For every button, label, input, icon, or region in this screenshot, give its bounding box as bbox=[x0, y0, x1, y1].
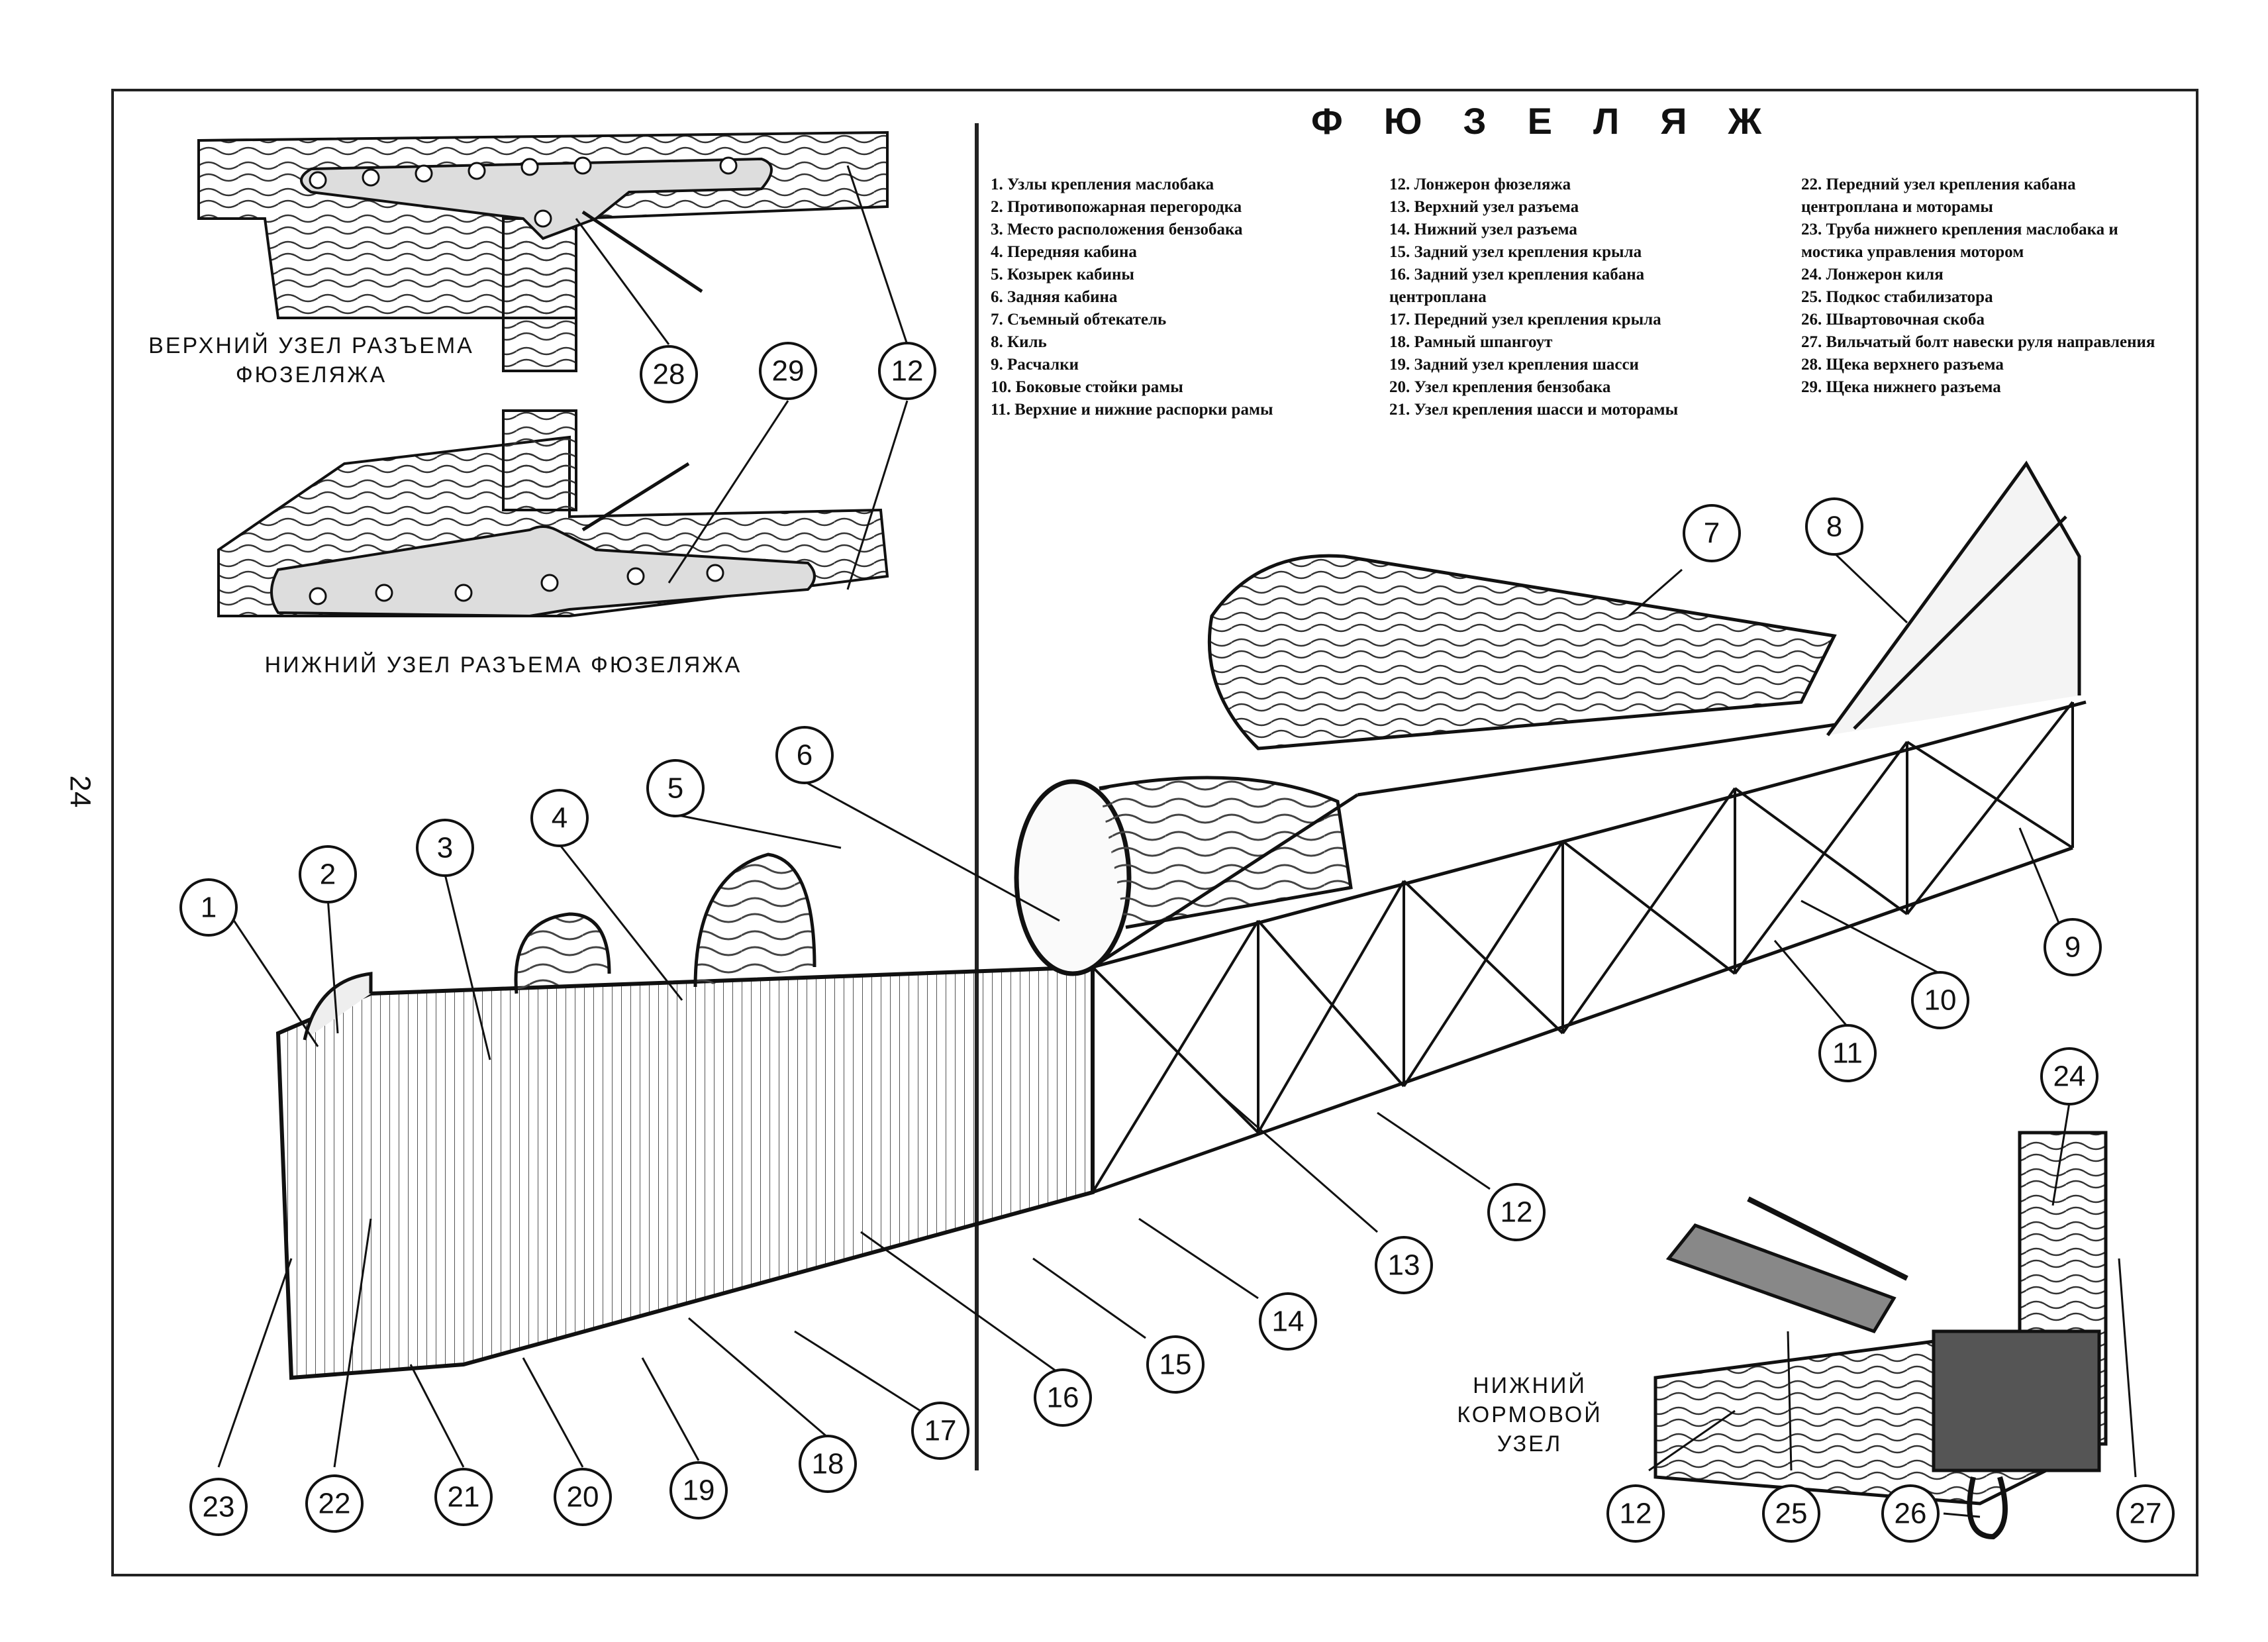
legend-item: 21. Узел крепления шасси и моторамы bbox=[1389, 401, 1679, 419]
legend-item: 4. Передняя кабина bbox=[991, 243, 1137, 261]
rear-joint-caption: НИЖНИЙ КОРМОВОЙ УЗЕЛ bbox=[1457, 1373, 1602, 1457]
column-divider bbox=[975, 123, 979, 1470]
callout-28: 28 bbox=[653, 358, 685, 391]
legend-item: 22. Передний узел крепления кабана центр… bbox=[1801, 176, 2076, 216]
legend-column-3: 22. Передний узел крепления кабана центр… bbox=[1801, 174, 2172, 399]
rear-joint-drawing bbox=[1653, 1131, 2108, 1540]
callout-14: 14 bbox=[1272, 1306, 1305, 1338]
callout-26: 26 bbox=[1895, 1498, 1927, 1530]
callout-6: 6 bbox=[797, 739, 813, 772]
legend-item: 24. Лонжерон киля bbox=[1801, 266, 1944, 283]
callout-15: 15 bbox=[1159, 1349, 1192, 1381]
callout-29: 29 bbox=[772, 355, 805, 387]
legend-item: 5. Козырек кабины bbox=[991, 266, 1134, 283]
callout-circles bbox=[179, 342, 2175, 1543]
callout-8: 8 bbox=[1826, 511, 1842, 543]
callout-4: 4 bbox=[552, 802, 567, 835]
legend-item: 13. Верхний узел разъема bbox=[1389, 198, 1579, 216]
legend-item: 2. Противопожарная перегородка bbox=[991, 198, 1242, 216]
callout-5: 5 bbox=[667, 772, 683, 805]
callout-12-rear: 12 bbox=[1620, 1498, 1652, 1530]
diagram-title: ФЮЗЕЛЯЖ bbox=[1311, 100, 1803, 142]
lower-joint-caption: НИЖНИЙ УЗЕЛ РАЗЪЕМА ФЮЗЕЛЯЖА bbox=[264, 652, 742, 678]
legend-item: 8. Киль bbox=[991, 333, 1047, 351]
fuselage-frame bbox=[275, 460, 2087, 1380]
callout-2: 2 bbox=[320, 858, 336, 891]
legend-item: 1. Узлы крепления маслобака bbox=[991, 176, 1214, 193]
legend-column-1: 1. Узлы крепления маслобака 2. Противопо… bbox=[991, 174, 1361, 421]
legend-item: 10. Боковые стойки рамы bbox=[991, 378, 1183, 396]
legend-item: 6. Задняя кабина bbox=[991, 288, 1118, 306]
legend-item: 9. Расчалки bbox=[991, 356, 1079, 374]
lower-joint-drawing bbox=[217, 409, 889, 618]
callout-7: 7 bbox=[1704, 517, 1720, 550]
legend-item: 16. Задний узел крепления кабана центроп… bbox=[1389, 266, 1645, 306]
page-frame bbox=[111, 89, 2198, 1576]
callout-19: 19 bbox=[683, 1474, 715, 1507]
upper-joint-drawing bbox=[197, 130, 889, 372]
legend-item: 11. Верхние и нижние распорки рамы bbox=[991, 401, 1273, 419]
callout-9: 9 bbox=[2065, 931, 2081, 964]
callout-21: 21 bbox=[448, 1481, 480, 1514]
legend-item: 18. Рамный шпангоут bbox=[1389, 333, 1553, 351]
upper-joint-caption: ВЕРХНИЙ УЗЕЛ РАЗЪЕМА ФЮЗЕЛЯЖА bbox=[148, 333, 474, 387]
callout-27: 27 bbox=[2130, 1498, 2162, 1530]
callout-24: 24 bbox=[2053, 1060, 2086, 1093]
legend-item: 3. Место расположения бензобака bbox=[991, 221, 1243, 238]
legend-item: 23. Труба нижнего крепления маслобака и … bbox=[1801, 221, 2118, 261]
legend-item: 19. Задний узел крепления шасси bbox=[1389, 356, 1639, 374]
fairing-drawing bbox=[1207, 554, 1837, 750]
legend-item: 14. Нижний узел разъема bbox=[1389, 221, 1577, 238]
callout-12: 12 bbox=[1501, 1196, 1533, 1229]
callout-3: 3 bbox=[437, 832, 453, 864]
callout-10: 10 bbox=[1924, 984, 1957, 1017]
legend-item: 17. Передний узел крепления крыла bbox=[1389, 311, 1661, 329]
legend-column-2: 12. Лонжерон фюзеляжа 13. Верхний узел р… bbox=[1389, 174, 1787, 421]
legend-item: 15. Задний узел крепления крыла bbox=[1389, 243, 1642, 261]
legend-item: 25. Подкос стабилизатора bbox=[1801, 288, 1993, 306]
legend-item: 28. Щека верхнего разъема bbox=[1801, 356, 2004, 374]
callout-13: 13 bbox=[1388, 1249, 1420, 1282]
legend-item: 7. Съемный обтекатель bbox=[991, 311, 1167, 329]
legend-item: 29. Щека нижнего разъема bbox=[1801, 378, 2001, 396]
callout-22: 22 bbox=[319, 1488, 351, 1520]
callout-18: 18 bbox=[812, 1448, 844, 1480]
callout-20: 20 bbox=[567, 1481, 599, 1514]
callout-leaders bbox=[217, 165, 2137, 1518]
callout-12-joint: 12 bbox=[891, 355, 924, 387]
legend-item: 26. Швартовочная скоба bbox=[1801, 311, 1985, 329]
callout-17: 17 bbox=[924, 1415, 957, 1447]
callout-25: 25 bbox=[1775, 1498, 1808, 1530]
legend-item: 12. Лонжерон фюзеляжа bbox=[1389, 176, 1571, 193]
callout-23: 23 bbox=[203, 1491, 235, 1523]
legend-item: 27. Вильчатый болт навески руля направле… bbox=[1801, 333, 2155, 351]
legend-item: 20. Узел крепления бензобака bbox=[1389, 378, 1611, 396]
callout-11: 11 bbox=[1832, 1037, 1863, 1070]
callout-1: 1 bbox=[201, 892, 217, 924]
callout-16: 16 bbox=[1047, 1382, 1079, 1414]
